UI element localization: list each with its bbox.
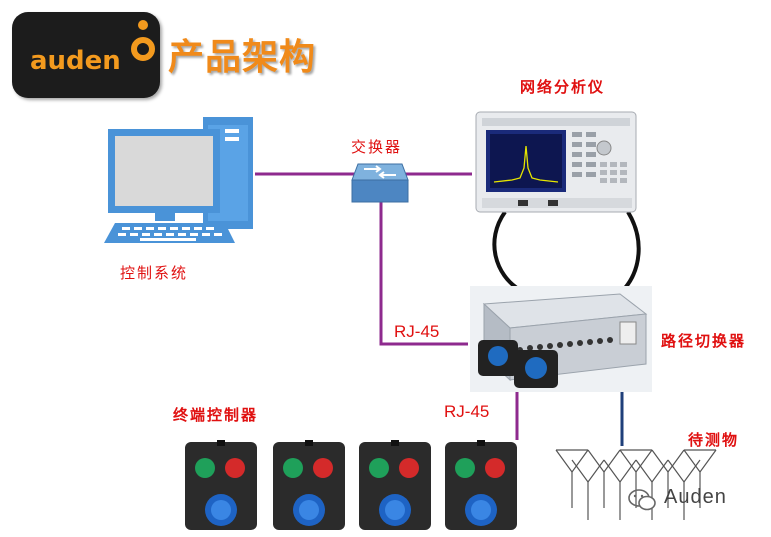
- wechat-icon: [628, 489, 656, 511]
- rf-cable-right: [623, 210, 641, 290]
- rf-cable-left: [492, 210, 522, 292]
- network-analyzer-icon: [475, 111, 637, 213]
- link-switch-pathswitcher: [379, 200, 468, 346]
- label-network-analyzer: 网络分析仪: [520, 78, 606, 96]
- controller-unit-2: [273, 440, 345, 530]
- terminal-controller-group: [185, 440, 525, 536]
- label-rj45-top: RJ-45: [394, 322, 440, 341]
- computer-icon: [104, 117, 253, 243]
- antenna-array-icon: [555, 449, 717, 520]
- page-title: 产品架构: [168, 37, 317, 78]
- switch-icon: [351, 163, 409, 203]
- label-control-system: 控制系统: [120, 264, 189, 282]
- label-terminal-controller: 终端控制器: [173, 406, 259, 424]
- controller-unit-3: [359, 440, 431, 530]
- watermark-text: Auden: [664, 486, 727, 508]
- path-switcher-icon: [470, 286, 652, 392]
- label-path-switcher: 路径切换器: [661, 332, 747, 350]
- logo-mark-icon: [131, 20, 155, 61]
- controller-unit-4: [445, 440, 517, 530]
- logo-text: auden: [30, 46, 121, 76]
- label-rj45-bottom: RJ-45: [444, 402, 490, 421]
- label-dut: 待测物: [688, 431, 740, 449]
- label-switch: 交换器: [351, 138, 403, 156]
- controller-units: [185, 440, 517, 530]
- controller-unit-1: [185, 440, 257, 530]
